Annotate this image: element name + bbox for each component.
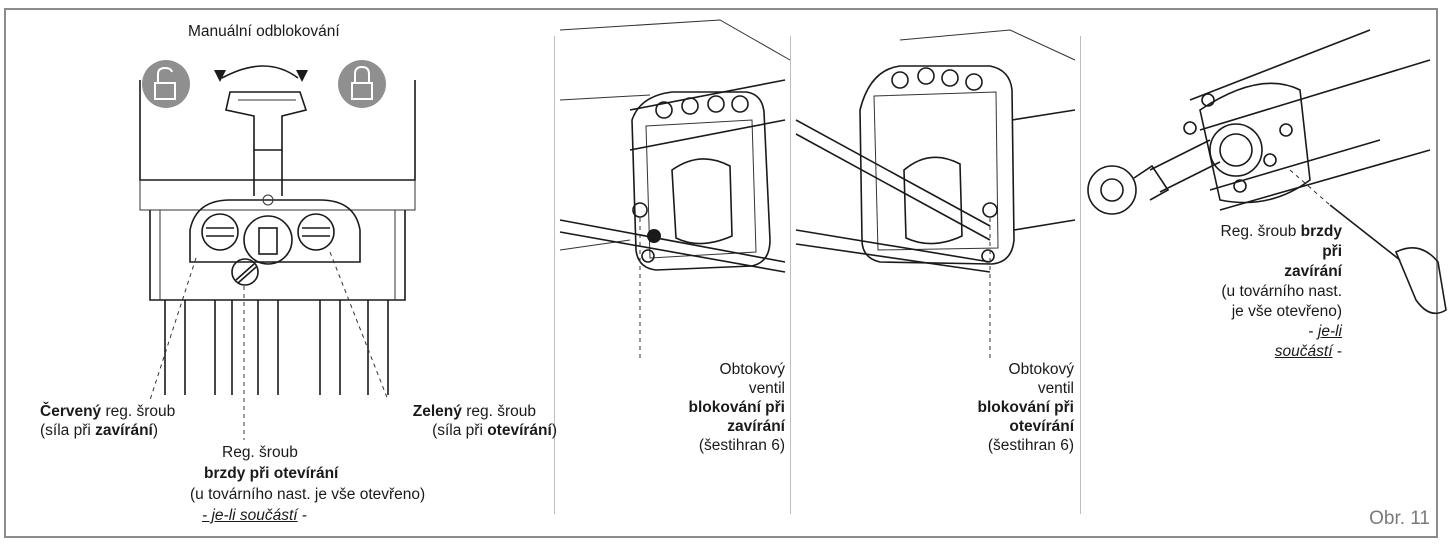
piston-brake-line7: součástí - — [1275, 342, 1342, 361]
piston-brake-bold2: při — [1322, 243, 1342, 260]
bypass-close-line5: (šestihran 6) — [698, 437, 785, 454]
valve-block-drawing — [139, 60, 416, 440]
piston-brake-line1: Reg. šroub brzdy — [1221, 222, 1342, 241]
piston-brake-italic2: součástí — [1274, 343, 1333, 360]
bypass-open-bold1: blokování při — [977, 399, 1074, 416]
green-force-bold: otevírání — [487, 422, 552, 439]
red-force-label: (síla při zavírání) — [40, 421, 158, 440]
bypass-open-line3: blokování při — [978, 398, 1074, 417]
figure-number: Obr. 11 — [1369, 508, 1430, 529]
bypass-close-line4: zavírání — [727, 417, 785, 436]
piston-brake-pre: Reg. šroub — [1220, 223, 1301, 240]
piston-brake-tail: - — [1332, 343, 1342, 360]
divider-3 — [1080, 36, 1081, 514]
piston-brake-bold: brzdy — [1300, 223, 1342, 240]
bypass-closing-drawing — [559, 19, 791, 360]
bypass-close-bold1: blokování při — [688, 399, 785, 416]
bypass-close-line1: Obtokový — [719, 361, 785, 378]
piston-brake-italic1: je-li — [1317, 323, 1342, 340]
brake-screw-line1: Reg. šroub — [222, 444, 298, 461]
piston-brake-dash: - — [1308, 323, 1318, 340]
green-force-label: (síla při otevírání) — [432, 421, 557, 440]
green-force-pre: (síla při — [432, 422, 488, 439]
red-force-pre: (síla při — [40, 422, 96, 439]
divider-2 — [790, 36, 791, 514]
red-force-bold: zavírání — [95, 422, 153, 439]
brake-screw-line4: - je-li součástí - — [202, 506, 307, 525]
red-screw-label: Červený reg. šroub — [40, 402, 175, 421]
green-screw-label: Zelený reg. šroub — [413, 402, 536, 421]
bypass-close-bold2: zavírání — [727, 418, 785, 435]
bypass-open-line1: Obtokový — [1008, 361, 1074, 378]
figure-frame — [4, 8, 1438, 538]
piston-brake-drawing — [1087, 29, 1447, 315]
bypass-open-line4: otevírání — [1009, 417, 1074, 436]
brake-screw-bold: brzdy při otevírání — [204, 465, 339, 482]
bypass-opening-drawing — [795, 29, 1076, 360]
brake-optional-tail: - — [297, 507, 308, 524]
piston-brake-line2: při — [1322, 242, 1342, 261]
piston-brake-line5: je vše otevřeno) — [1231, 303, 1342, 320]
bypass-open-line2: ventil — [1037, 380, 1074, 397]
bypass-close-line3: blokování při — [689, 398, 785, 417]
green-screw-bold: Zelený — [412, 403, 462, 420]
piston-brake-line3: zavírání — [1284, 262, 1342, 281]
red-screw-bold: Červený — [40, 403, 102, 420]
bypass-open-line5: (šestihran 6) — [987, 437, 1074, 454]
brake-optional-italic: - je-li součástí — [202, 507, 298, 524]
piston-brake-line4: (u továrního nast. — [1221, 283, 1342, 300]
piston-brake-bold3: zavírání — [1284, 263, 1342, 280]
manual-release-label: Manuální odblokování — [188, 23, 340, 40]
brake-screw-line2: brzdy při otevírání — [204, 464, 338, 483]
brake-screw-line3: (u továrního nast. je vše otevřeno) — [190, 486, 426, 503]
red-force-post: ) — [152, 422, 159, 439]
green-screw-rest: reg. šroub — [461, 403, 536, 420]
piston-brake-line6: - je-li — [1308, 322, 1342, 341]
bypass-open-bold2: otevírání — [1009, 418, 1074, 435]
red-screw-rest: reg. šroub — [101, 403, 176, 420]
green-force-post: ) — [551, 422, 557, 439]
bypass-close-line2: ventil — [748, 380, 785, 397]
divider-1 — [554, 36, 555, 514]
